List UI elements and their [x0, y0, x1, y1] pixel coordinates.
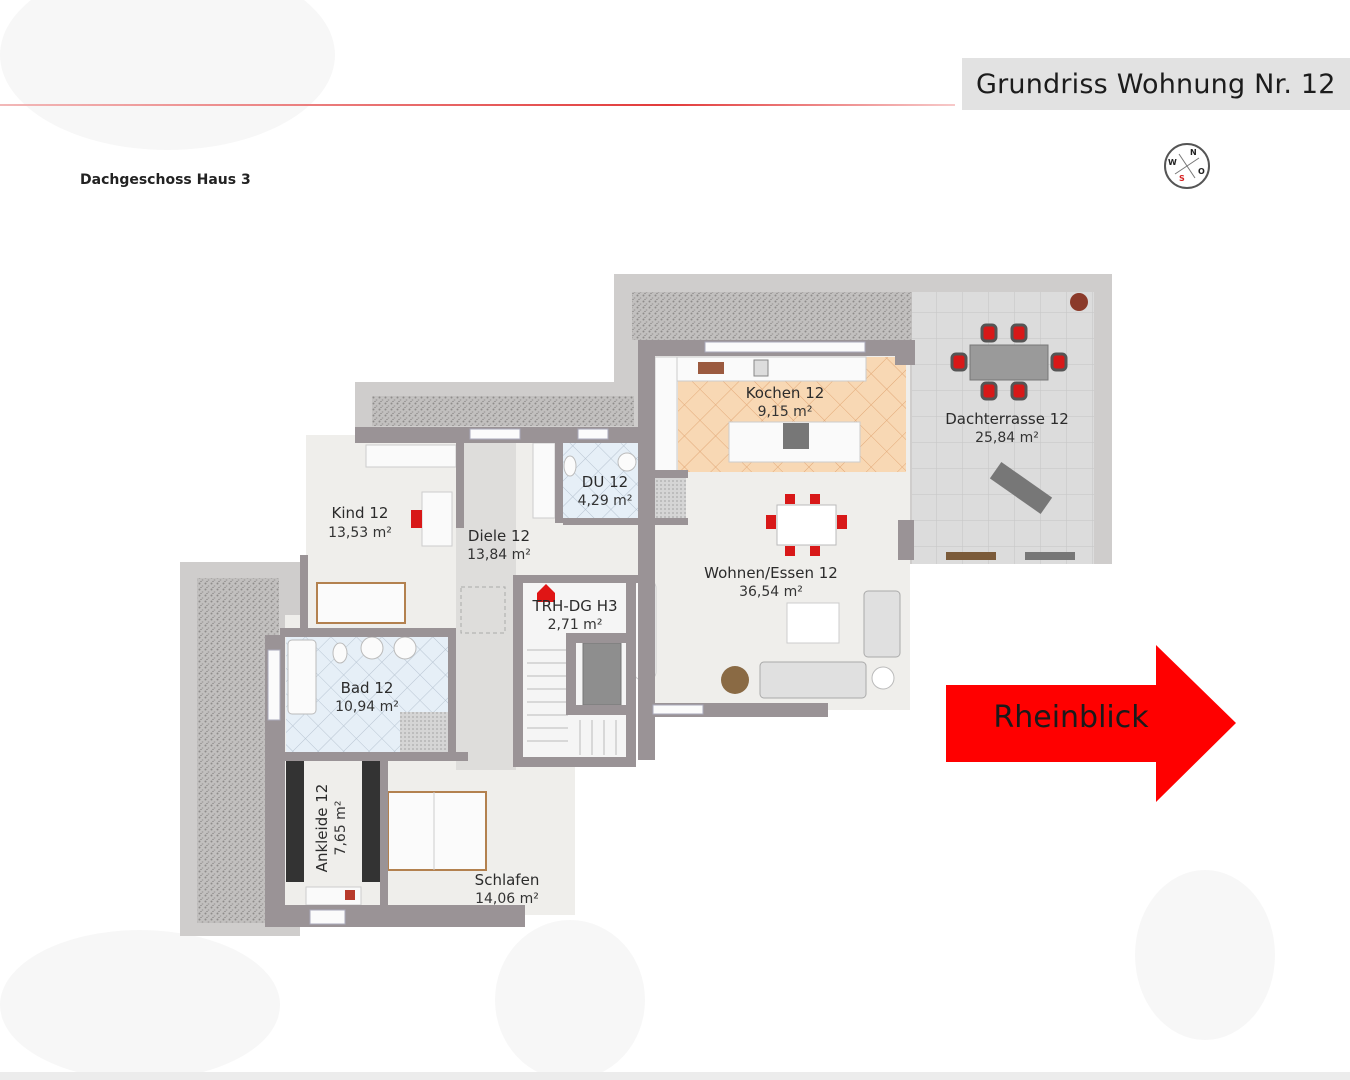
room-name: DU 12 [582, 473, 628, 491]
terrace-chairs [950, 323, 1068, 401]
room-area: 13,84 m² [467, 547, 531, 563]
ankleide-box [345, 890, 355, 900]
room-area: 25,84 m² [975, 430, 1039, 446]
washbasin [393, 636, 417, 660]
room-area: 7,65 m² [333, 801, 349, 856]
gravel-roof-mid [372, 396, 634, 426]
clothes-rail-left [286, 760, 304, 882]
bottom-edge [0, 1072, 1350, 1080]
bathtub [287, 639, 317, 715]
du-toilet [563, 455, 577, 477]
compass-north-label: N [1190, 148, 1197, 157]
diele-rug [460, 586, 506, 634]
room-dachterrasse: Dachterrasse 12 25,84 m² [945, 410, 1069, 446]
gravel-roof-north [632, 292, 915, 340]
room-area: 4,29 m² [578, 493, 633, 509]
room-bad: Bad 12 10,94 m² [335, 679, 399, 715]
background-decoration [0, 930, 280, 1080]
terrace-floor [912, 292, 1094, 564]
background-decoration [1135, 870, 1275, 1040]
page-title-box: Grundriss Wohnung Nr. 12 [962, 58, 1350, 110]
washbasin [360, 636, 384, 660]
room-name: Kochen 12 [746, 384, 825, 402]
stair-exit-marker [537, 584, 555, 602]
sofa [759, 661, 867, 699]
room-schlafen: Schlafen 14,06 m² [475, 871, 540, 907]
background-decoration [0, 0, 335, 150]
room-name: Ankleide 12 [313, 784, 331, 873]
room-wohnen-essen: Wohnen/Essen 12 36,54 m² [704, 564, 838, 600]
plant [721, 666, 749, 694]
room-name: Schlafen [475, 871, 540, 889]
kitchen-counter-side [654, 356, 678, 473]
room-area: 14,06 m² [475, 891, 539, 907]
compass-icon: N O S W [1164, 143, 1210, 189]
terrace-plant [1070, 293, 1088, 311]
room-area: 9,15 m² [758, 404, 813, 420]
room-ankleide: Ankleide 12 7,65 m² [313, 784, 349, 873]
room-kind: Kind 12 13,53 m² [328, 504, 392, 541]
room-name: Bad 12 [341, 679, 394, 697]
view-direction-arrow-icon [946, 645, 1236, 802]
compass-west-label: W [1168, 158, 1177, 167]
room-name: Dachterrasse 12 [945, 410, 1069, 428]
toilet [332, 642, 348, 664]
page-title: Grundriss Wohnung Nr. 12 [976, 68, 1336, 100]
room-name: Kind 12 [332, 504, 389, 522]
kitchen-stove [698, 362, 724, 374]
du-basin [617, 452, 637, 472]
room-kochen: Kochen 12 9,15 m² [746, 384, 825, 420]
room-name: Diele 12 [468, 527, 530, 545]
bed-kind [316, 582, 406, 624]
dining-table [776, 504, 837, 546]
kitchen-sink [753, 359, 769, 377]
view-direction-label: Rheinblick [993, 700, 1149, 735]
bed-schlafen [387, 791, 487, 871]
bath-shower [400, 712, 448, 752]
header-accent-line [0, 104, 955, 106]
room-name: TRH-DG H3 [531, 597, 617, 615]
room-area: 10,94 m² [335, 699, 399, 715]
room-name: Wohnen/Essen 12 [704, 564, 838, 582]
dining-chairs [766, 494, 847, 556]
wardrobe-kind [365, 444, 457, 468]
side-table [871, 666, 895, 690]
room-area: 2,71 m² [548, 617, 603, 633]
room-trh-dg: TRH-DG H3 2,71 m² [531, 597, 617, 633]
diele-closet [532, 442, 556, 519]
compass-south-label: S [1179, 174, 1185, 183]
elevator-shaft [582, 642, 622, 706]
terrace-planter [946, 552, 996, 560]
background-decoration [495, 920, 645, 1080]
clothes-rail-right [362, 760, 380, 882]
room-area: 36,54 m² [739, 584, 803, 600]
sun-lounger [989, 462, 1053, 514]
room-diele: Diele 12 13,84 m² [467, 527, 531, 563]
windows [267, 341, 866, 925]
kitchen-hob [783, 423, 809, 449]
terrace-planter [1025, 552, 1075, 560]
room-area: 13,53 m² [328, 525, 392, 541]
chair-kind [411, 510, 422, 528]
desk-kind [421, 491, 453, 547]
stairs [527, 649, 617, 755]
room-du: DU 12 4,29 m² [578, 473, 633, 509]
armchair [863, 590, 901, 658]
compass-east-label: O [1198, 167, 1205, 176]
floor-subtitle: Dachgeschoss Haus 3 [80, 172, 251, 188]
coffee-table [786, 602, 840, 644]
terrace-table [969, 344, 1049, 381]
